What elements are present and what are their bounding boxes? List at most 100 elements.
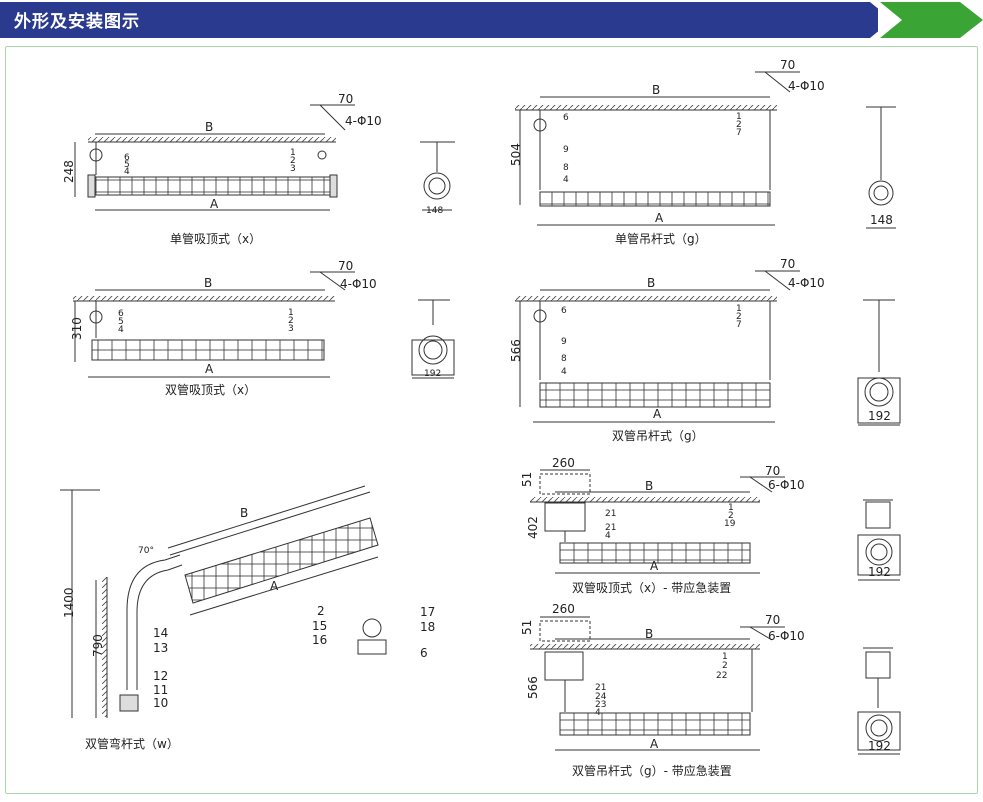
drawing-double-ceiling-emergency: 260 51 B A 402 70 6-Φ10 21 21 4 1 2 19 双…: [520, 456, 901, 595]
part-21: 21: [595, 683, 606, 693]
caption-double-ceiling: 双管吸顶式（x）: [165, 382, 256, 397]
dim-51-label: 51: [520, 472, 534, 487]
dim-a-label: A: [653, 407, 662, 421]
part-5: 5: [124, 160, 130, 170]
dim-a-label: A: [270, 579, 279, 593]
dim-1400-label: 1400: [62, 587, 76, 618]
part-6: 6: [124, 153, 130, 163]
dim-a-label: A: [205, 362, 214, 376]
part-1: 1: [736, 304, 742, 314]
dim-70-label: 70: [765, 613, 780, 627]
part-6: 6: [118, 309, 124, 319]
part-1: 1: [728, 503, 734, 513]
part-2: 2: [736, 120, 742, 130]
part-19: 19: [724, 519, 736, 529]
dim-b-label: B: [652, 83, 660, 97]
part-23: 23: [595, 700, 606, 710]
part-17: 17: [420, 605, 435, 619]
part-2: 2: [736, 312, 742, 322]
part-1: 1: [722, 652, 728, 662]
side-width-label: 148: [426, 206, 443, 216]
caption-double-bent-pole: 双管弯杆式（w）: [85, 736, 179, 751]
dim-height-label: 402: [526, 516, 540, 539]
part-4: 4: [595, 708, 601, 718]
dim-height-label: 566: [509, 339, 523, 362]
caption-double-pendant-emergency: 双管吊杆式（g）- 带应急装置: [572, 763, 732, 778]
holes-label: 4-Φ10: [340, 277, 377, 291]
part-6: 6: [420, 646, 428, 660]
dim-b-label: B: [204, 276, 212, 290]
part-9: 9: [561, 337, 567, 347]
dim-70-label: 70: [780, 58, 795, 72]
part-6: 6: [563, 113, 569, 123]
drawing-double-pendant-emergency: 260 51 B A 566 70 6-Φ10 21 24 23 4 1 2 2…: [520, 602, 901, 778]
angle-label: 70°: [138, 546, 154, 556]
part-4: 4: [605, 531, 611, 541]
dim-height-label: 248: [62, 160, 76, 183]
part-10: 10: [153, 696, 168, 710]
part-13: 13: [153, 641, 168, 655]
dim-790-label: 790: [91, 634, 105, 657]
part-2: 2: [290, 156, 296, 166]
drawing-single-pendant: B A 504 70 4-Φ10 6 9 8 4 1 2 7 单管吊杆式（g） …: [509, 58, 896, 246]
part-21: 21: [605, 509, 616, 519]
part-4: 4: [563, 175, 569, 185]
part-5: 5: [118, 317, 124, 327]
part-12: 12: [153, 669, 168, 683]
part-11: 11: [153, 683, 168, 697]
part-2: 2: [317, 604, 325, 618]
part-3: 3: [290, 164, 296, 174]
side-width-label: 192: [868, 409, 891, 423]
part-14: 14: [153, 626, 168, 640]
side-width-label: 192: [868, 739, 891, 753]
dim-51-label: 51: [520, 620, 534, 635]
side-width-label: 148: [870, 213, 893, 227]
part-24: 24: [595, 692, 607, 702]
dim-260-label: 260: [552, 602, 575, 616]
caption-double-ceiling-emergency: 双管吸顶式（x）- 带应急装置: [572, 580, 731, 595]
dim-a-label: A: [650, 737, 659, 751]
part-2: 2: [288, 316, 294, 326]
dim-height-label: 504: [509, 143, 523, 166]
drawing-single-ceiling: B A 248 70 4-Φ10 6 5 4 1 2 3 单管吸顶式（x） 14…: [62, 92, 455, 246]
part-1: 1: [288, 308, 294, 318]
part-7: 7: [736, 320, 742, 330]
part-9: 9: [563, 145, 569, 155]
dim-b-label: B: [647, 276, 655, 290]
part-1: 1: [290, 148, 296, 158]
part-2: 2: [728, 511, 734, 521]
dim-b-label: B: [240, 506, 248, 520]
part-22: 22: [716, 671, 727, 681]
dim-b-label: B: [645, 479, 653, 493]
drawing-double-ceiling: B A 310 70 4-Φ10 6 5 4 1 2 3 双管吸顶式（x） 19…: [70, 259, 455, 397]
part-4: 4: [124, 167, 130, 177]
part-8: 8: [561, 354, 567, 364]
part-4: 4: [118, 325, 124, 335]
side-width-label: 192: [424, 369, 441, 379]
holes-label: 4-Φ10: [788, 79, 825, 93]
page-title: 外形及安装图示: [14, 12, 140, 32]
holes-label: 4-Φ10: [345, 114, 382, 128]
side-width-label: 192: [868, 565, 891, 579]
header-bar: 外形及安装图示: [0, 0, 983, 40]
part-4: 4: [561, 367, 567, 377]
holes-label: 4-Φ10: [788, 276, 825, 290]
caption-single-pendant: 单管吊杆式（g）: [615, 231, 707, 246]
part-8: 8: [563, 163, 569, 173]
diagram-panel: [5, 46, 978, 794]
dim-a-label: A: [650, 559, 659, 573]
part-2: 2: [722, 661, 728, 671]
dim-a-label: A: [210, 197, 219, 211]
dim-70-label: 70: [338, 259, 353, 273]
dim-b-label: B: [205, 120, 213, 134]
dim-b-label: B: [645, 627, 653, 641]
part-18: 18: [420, 620, 435, 634]
header-banner-graphic: [0, 2, 983, 38]
part-3: 3: [288, 324, 294, 334]
dim-70-label: 70: [338, 92, 353, 106]
caption-double-pendant: 双管吊杆式（g）: [612, 428, 704, 443]
dim-260-label: 260: [552, 456, 575, 470]
part-6: 6: [561, 306, 567, 316]
part-15: 15: [312, 619, 327, 633]
